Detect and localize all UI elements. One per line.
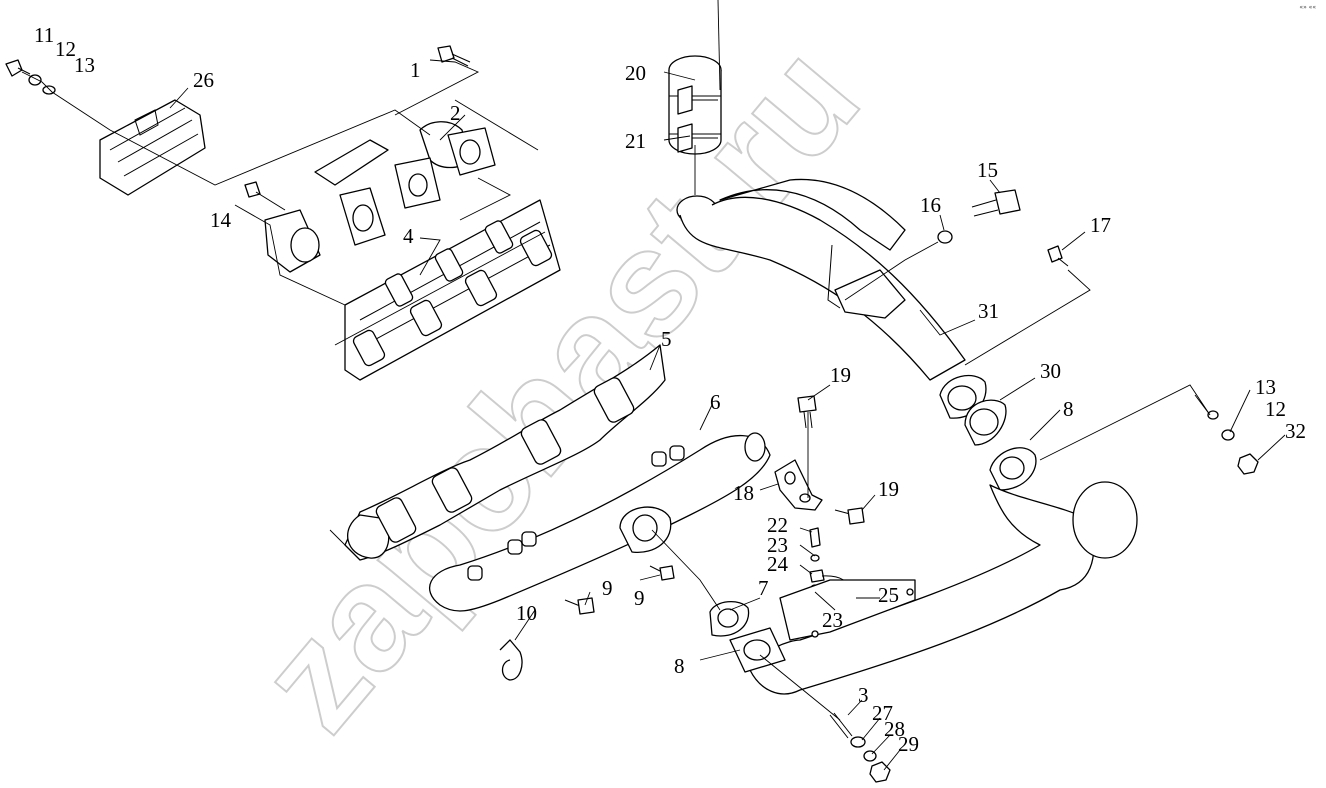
callout-27: 27	[872, 701, 893, 725]
washer-part-12-right	[1221, 429, 1235, 441]
downpipe-part-31	[676, 178, 966, 381]
heat-shield-plate-part-4	[344, 199, 561, 381]
callout-5: 5	[661, 327, 672, 351]
callout-29: 29	[898, 732, 919, 756]
bolt-part-19-horizontal	[834, 507, 865, 525]
exhaust-manifold-part-5-6	[344, 344, 771, 612]
callout-9-right: 9	[634, 586, 645, 610]
callout-1: 1	[410, 58, 421, 82]
callout-9-left: 9	[602, 576, 613, 600]
callout-18: 18	[733, 481, 754, 505]
callout-19-upper: 19	[830, 363, 851, 387]
washer-part-28	[863, 750, 877, 762]
callout-23-lower: 23	[822, 608, 843, 632]
bolt-part-9-right	[649, 565, 675, 581]
bolt-part-1	[437, 45, 471, 67]
callout-8-upper: 8	[1063, 397, 1074, 421]
pipe-clamp-part-20-21	[668, 55, 722, 155]
callout-30: 30	[1040, 359, 1061, 383]
bolt-part-17	[1047, 245, 1069, 267]
bolt-part-19-vertical	[797, 395, 817, 429]
callout-12-left: 12	[55, 37, 76, 61]
washer-part-16	[937, 230, 953, 244]
callout-6: 6	[710, 390, 721, 414]
callout-23-upper: 23	[767, 533, 788, 557]
outlet-pipe-part-2	[314, 121, 496, 209]
callout-25: 25	[878, 583, 899, 607]
hook-bracket-part-10	[499, 639, 523, 681]
callout-10: 10	[516, 601, 537, 625]
callout-26: 26	[193, 68, 214, 92]
callout-28: 28	[884, 717, 905, 741]
callout-11: 11	[34, 23, 54, 47]
nut-part-29	[869, 761, 891, 783]
callout-8-lower: 8	[674, 654, 685, 678]
manifold-studs	[264, 187, 386, 273]
callout-31: 31	[978, 299, 999, 323]
callout-7: 7	[758, 576, 769, 600]
callout-15: 15	[977, 158, 998, 182]
washer-part-27	[850, 736, 866, 748]
bolt-part-11	[5, 59, 31, 77]
callout-12-right: 12	[1265, 397, 1286, 421]
callout-22: 22	[767, 513, 788, 537]
callout-19-lower: 19	[878, 477, 899, 501]
callout-24: 24	[767, 552, 789, 576]
callout-3: 3	[858, 683, 869, 707]
bolt-part-15	[971, 189, 1021, 217]
flange-part-30	[939, 374, 1007, 446]
callout-20: 20	[625, 61, 646, 85]
leader-lines	[21, 0, 1286, 771]
callout-13-left: 13	[74, 53, 95, 77]
bolt-part-14	[244, 181, 286, 211]
exhaust-pipe-assembly	[709, 481, 1138, 695]
stud-part-3	[829, 712, 853, 739]
washer-part-13-right	[1207, 410, 1219, 420]
sensor-bracket-parts-22-25	[779, 527, 916, 641]
callout-labels: 1 2 3 4 5 6 7 8 8 9 9 10 11 12 12 13 13 …	[34, 23, 1306, 756]
callout-4: 4	[403, 224, 414, 248]
callout-16: 16	[920, 193, 941, 217]
callout-17: 17	[1090, 213, 1111, 237]
bracket-part-18	[774, 459, 823, 511]
callout-14: 14	[210, 208, 232, 232]
callout-32: 32	[1285, 419, 1306, 443]
bolt-part-9-left	[564, 597, 595, 615]
corner-mark: «» ««	[1299, 4, 1316, 11]
flange-part-8-upper	[989, 447, 1037, 491]
nut-part-32	[1237, 453, 1259, 475]
heat-shield-part-26	[99, 99, 206, 196]
callout-13-right: 13	[1255, 375, 1276, 399]
callout-2: 2	[450, 101, 461, 125]
callout-21: 21	[625, 129, 646, 153]
